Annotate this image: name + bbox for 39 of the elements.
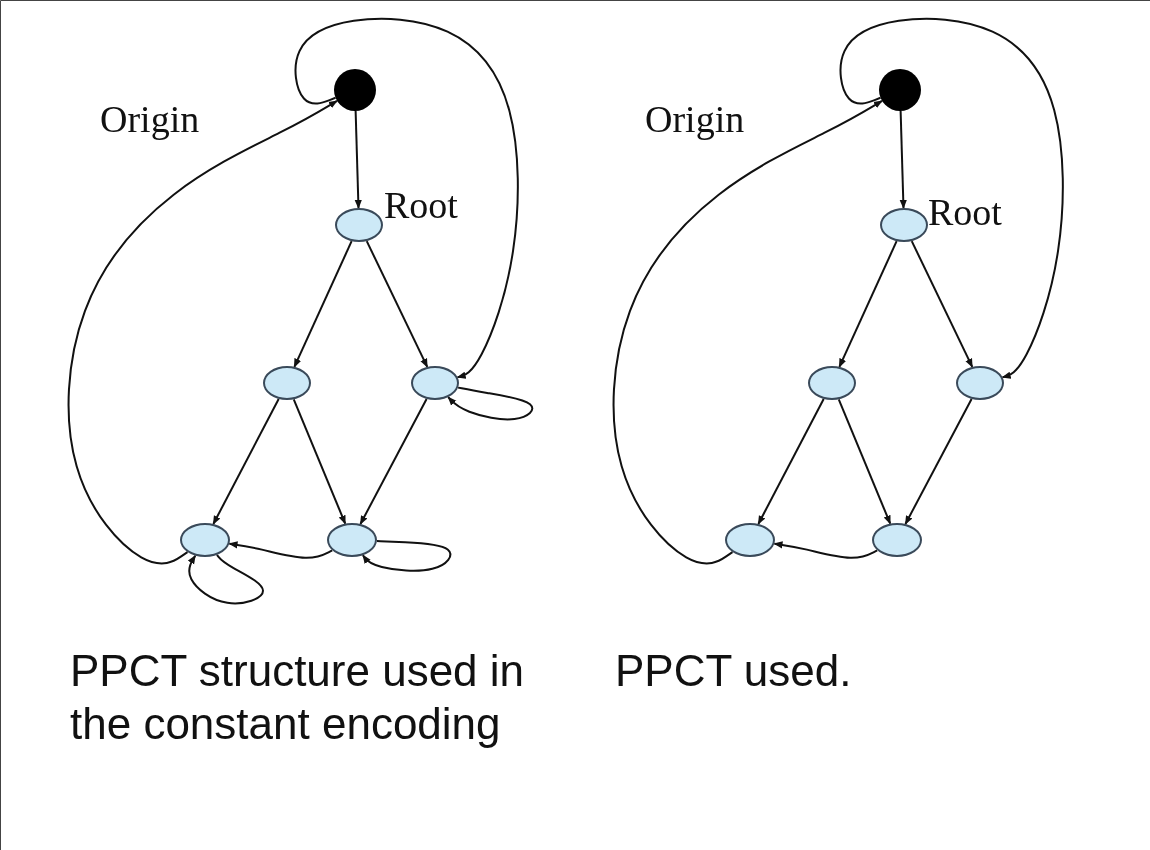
arrow xyxy=(838,240,898,368)
figure-caption: PPCT used. xyxy=(615,645,853,697)
graph-node xyxy=(956,366,1004,400)
arrow xyxy=(365,240,429,368)
graph-node xyxy=(872,523,922,557)
arrow xyxy=(354,110,362,209)
graph-node xyxy=(725,523,775,557)
arrow xyxy=(899,110,907,209)
graph-node xyxy=(327,523,377,557)
arrow xyxy=(228,541,334,559)
node-caption: Origin xyxy=(100,100,200,138)
graph-node xyxy=(263,366,311,400)
graph-node xyxy=(411,366,459,400)
graph-node xyxy=(880,208,928,242)
origin-node xyxy=(879,69,921,111)
node-caption: Root xyxy=(384,186,458,224)
arrow xyxy=(837,398,892,525)
arrow xyxy=(773,541,879,559)
arrow xyxy=(910,240,974,368)
arrow xyxy=(904,397,973,525)
figure-caption: PPCT structure used in the constant encoding xyxy=(70,645,526,750)
origin-node xyxy=(334,69,376,111)
arrow xyxy=(212,397,280,525)
arrow xyxy=(447,386,534,421)
graph-node xyxy=(808,366,856,400)
arrow xyxy=(612,99,883,565)
arrow xyxy=(757,397,825,525)
arrow xyxy=(67,99,338,565)
node-caption: Root xyxy=(928,193,1002,231)
arrow xyxy=(294,17,519,379)
arrow xyxy=(292,398,347,525)
arrow xyxy=(361,540,452,572)
arrow xyxy=(187,553,264,605)
node-caption: Origin xyxy=(645,100,745,138)
arrow xyxy=(293,240,353,368)
graph-node xyxy=(180,523,230,557)
arrow xyxy=(359,397,428,525)
arrow xyxy=(839,17,1064,379)
graph-node xyxy=(335,208,383,242)
